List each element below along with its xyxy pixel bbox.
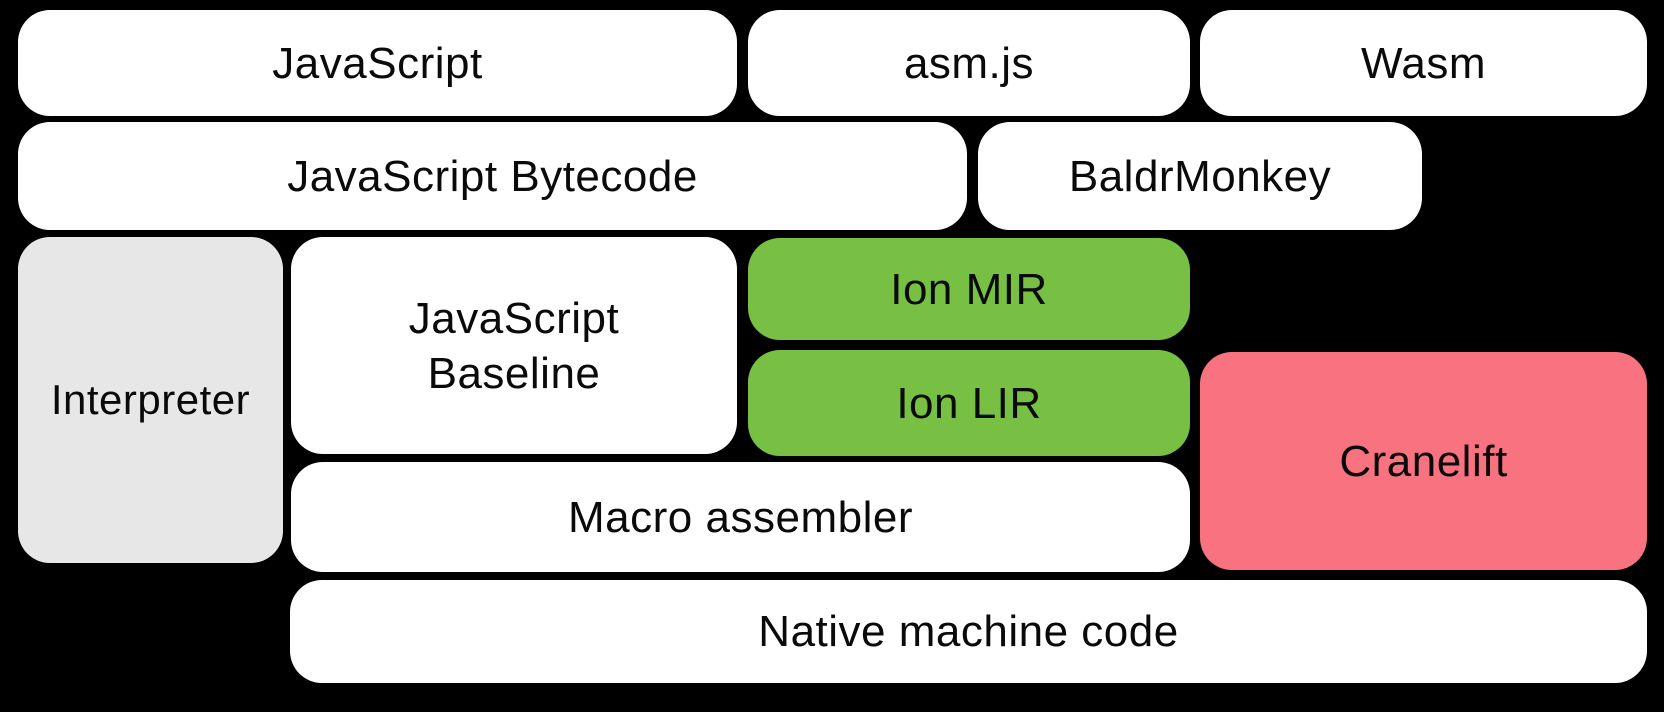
block-javascript-baseline: JavaScript Baseline <box>291 237 737 454</box>
block-interpreter-label: Interpreter <box>50 375 251 423</box>
block-cranelift: Cranelift <box>1200 352 1647 570</box>
block-macro-assembler: Macro assembler <box>291 462 1190 572</box>
block-javascript: JavaScript <box>18 10 737 116</box>
block-baldrmonkey-label: BaldrMonkey <box>1068 151 1332 201</box>
block-interpreter: Interpreter <box>18 237 283 563</box>
block-ion-mir: Ion MIR <box>748 238 1190 340</box>
block-ion-lir: Ion LIR <box>748 350 1190 456</box>
block-cranelift-label: Cranelift <box>1339 436 1508 486</box>
block-ion-lir-label: Ion LIR <box>896 378 1042 428</box>
block-javascript-baseline-line2: Baseline <box>427 348 601 398</box>
block-native-machine-code-label: Native machine code <box>758 607 1179 656</box>
block-javascript-baseline-line1: JavaScript <box>408 293 620 343</box>
block-javascript-bytecode-label: JavaScript Bytecode <box>287 151 698 201</box>
block-wasm: Wasm <box>1200 10 1647 116</box>
block-wasm-label: Wasm <box>1360 38 1487 88</box>
block-ion-mir-label: Ion MIR <box>890 264 1048 314</box>
block-javascript-label: JavaScript <box>272 38 483 88</box>
block-javascript-bytecode: JavaScript Bytecode <box>18 122 967 230</box>
block-native-machine-code: Native machine code <box>290 580 1647 683</box>
block-macro-assembler-label: Macro assembler <box>568 492 913 542</box>
block-asmjs: asm.js <box>748 10 1190 116</box>
block-baldrmonkey: BaldrMonkey <box>978 122 1422 230</box>
block-asmjs-label: asm.js <box>903 38 1035 88</box>
